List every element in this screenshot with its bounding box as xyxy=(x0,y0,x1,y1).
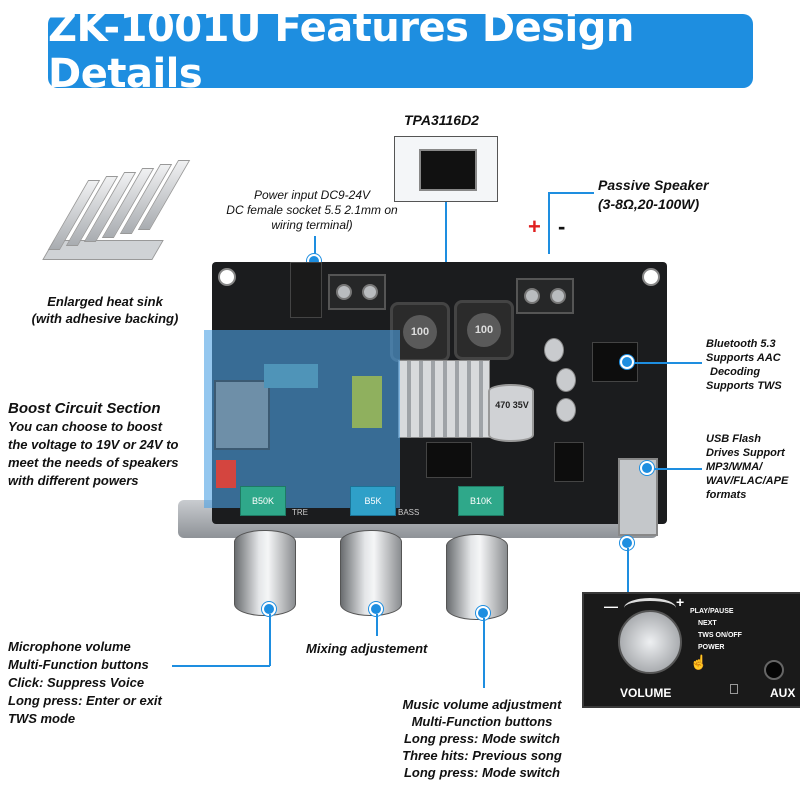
pot-b50k: B50K xyxy=(240,486,286,516)
capacitor xyxy=(556,368,576,392)
audio-jack xyxy=(554,442,584,482)
hand-pointer-icon: ☝ xyxy=(690,654,708,670)
title-banner: ZK-1001U Features Design Details xyxy=(48,5,753,97)
ic-chip xyxy=(426,442,472,478)
speaker-pointer-line-v xyxy=(548,192,550,254)
aux-jack[interactable] xyxy=(764,660,784,680)
chip-thumbnail xyxy=(394,136,498,202)
menu-power: POWER xyxy=(698,644,725,651)
mic-pointer-line-h xyxy=(172,665,270,667)
aux-label: AUX xyxy=(770,686,796,700)
microphone-label: Microphone volume Multi-Function buttons… xyxy=(8,639,162,726)
menu-next: NEXT xyxy=(698,620,717,627)
menu-tws: TWS ON/OFF xyxy=(698,632,742,639)
bluetooth-pointer-dot xyxy=(620,355,634,369)
bass-marking: BASS xyxy=(398,508,420,517)
bluetooth-pointer-line xyxy=(630,362,702,364)
chip-ic xyxy=(419,149,477,191)
screw xyxy=(550,288,566,304)
boost-label: Boost Circuit Section You can choose to … xyxy=(8,400,179,488)
speaker-plus-sign: + xyxy=(528,214,541,239)
boost-capacitor xyxy=(352,376,382,428)
page-title: ZK-1001U Features Design Details xyxy=(48,5,634,97)
heat-sink-label: Enlarged heat sink (with adhesive backin… xyxy=(31,294,179,326)
speaker-minus-sign: - xyxy=(558,214,566,239)
mixing-knob[interactable] xyxy=(340,530,402,616)
power-pointer-line xyxy=(314,236,316,258)
tre-marking: TRE xyxy=(292,508,308,517)
screw xyxy=(362,284,378,300)
bluetooth-label: Bluetooth 5.3 Supports AAC Decoding Supp… xyxy=(706,338,782,392)
inductor: 100 xyxy=(454,300,514,360)
music-pointer-line xyxy=(483,618,485,688)
volume-plus: + xyxy=(676,594,685,610)
indicator-led xyxy=(730,684,738,694)
volume-label: VOLUME xyxy=(620,686,672,700)
volume-panel-inset: — + VOLUME PLAY/PAUSE NEXT TWS ON/OFF PO… xyxy=(582,592,800,708)
usb-label: USB Flash Drives Support MP3/WMA/ WAV/FL… xyxy=(706,433,789,501)
mic-pointer-line-v xyxy=(269,614,271,666)
volume-minus: — xyxy=(604,598,618,614)
pot-b10k: B10K xyxy=(458,486,504,516)
screw xyxy=(524,288,540,304)
boost-inductor xyxy=(214,380,270,450)
mount-hole xyxy=(218,268,236,286)
mixing-label: Mixing adjustement xyxy=(306,641,428,656)
usb-pointer-line xyxy=(652,468,702,470)
screw xyxy=(336,284,352,300)
main-capacitor: 470 35V xyxy=(488,384,534,442)
chip-heat-sink xyxy=(398,360,490,438)
passive-speaker-label: Passive Speaker (3-8Ω,20-100W) xyxy=(598,177,709,212)
heat-sink-image xyxy=(38,160,191,280)
mixing-pointer-line xyxy=(376,614,378,636)
microphone-knob[interactable] xyxy=(234,530,296,616)
button-function-list: PLAY/PAUSE NEXT TWS ON/OFF POWER xyxy=(690,606,742,654)
boost-circuit-highlight xyxy=(204,330,400,508)
power-terminal xyxy=(328,274,386,310)
speaker-terminal xyxy=(516,278,574,314)
usb-pointer-dot xyxy=(640,461,654,475)
dc-socket xyxy=(290,262,322,318)
music-volume-knob[interactable] xyxy=(446,534,508,620)
capacitor xyxy=(544,338,564,362)
menu-play-pause: PLAY/PAUSE xyxy=(690,608,734,615)
music-volume-label: Music volume adjustment Multi-Function b… xyxy=(402,697,562,780)
boost-capacitor xyxy=(264,364,318,388)
chip-label: TPA3116D2 xyxy=(404,112,479,128)
power-input-label: Power input DC9-24V DC female socket 5.5… xyxy=(226,188,398,232)
voltage-switch xyxy=(216,460,236,488)
capacitor xyxy=(556,398,576,422)
speaker-pointer-line-h xyxy=(548,192,594,194)
pot-b5k: B5K xyxy=(350,486,396,516)
mount-hole xyxy=(642,268,660,286)
faceplate-pointer-line xyxy=(627,548,629,592)
volume-knob[interactable] xyxy=(618,610,682,674)
rotate-arrow-icon xyxy=(624,598,676,618)
